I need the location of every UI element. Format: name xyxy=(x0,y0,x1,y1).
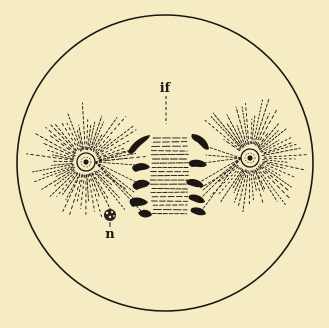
nucleolus xyxy=(104,209,116,221)
label-nucleolus: n xyxy=(105,227,115,242)
interzonal-fiber xyxy=(151,151,187,152)
interzonal-fiber xyxy=(151,154,188,155)
label-interzonal-fibers: if xyxy=(160,81,172,96)
interzonal-fiber xyxy=(151,175,189,176)
